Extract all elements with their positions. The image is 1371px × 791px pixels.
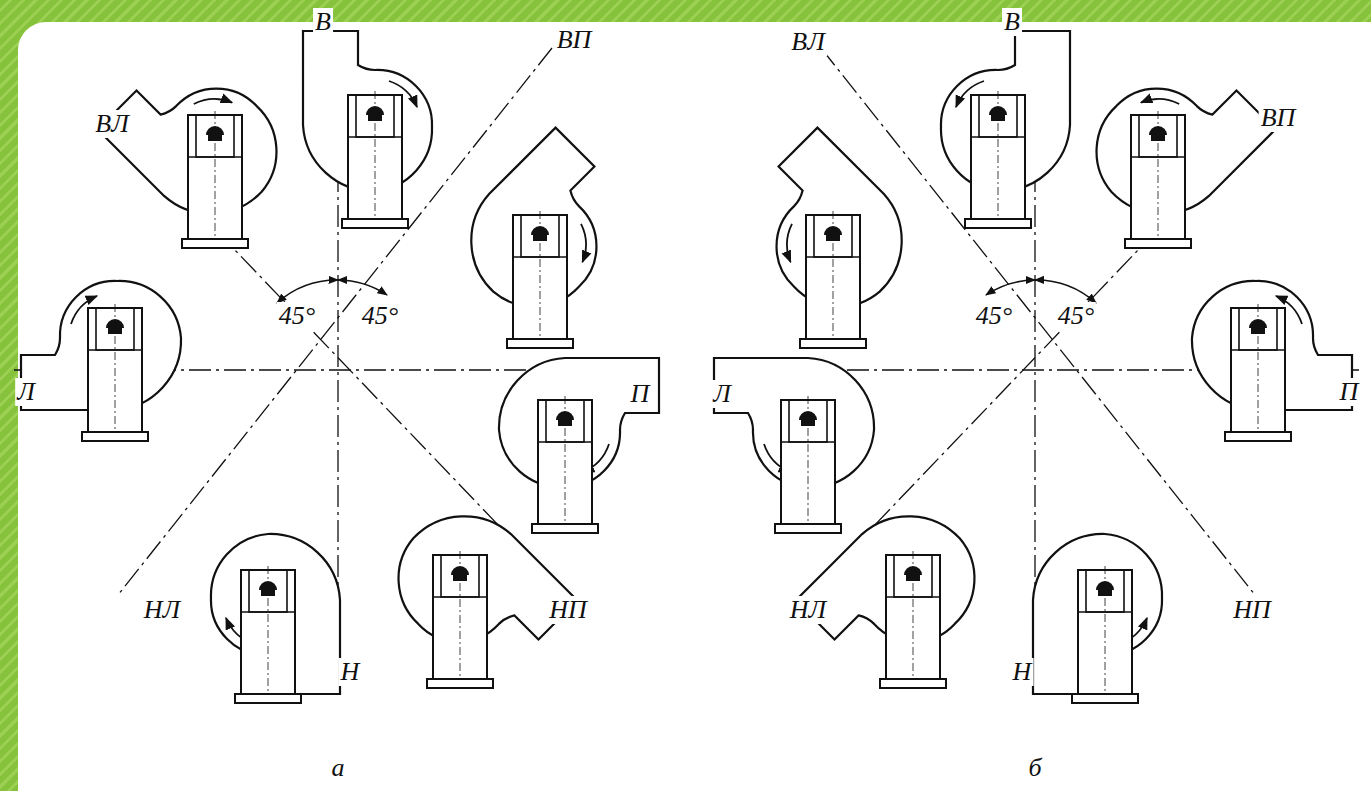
position-label: 45° [360, 302, 400, 330]
position-label: б [1026, 754, 1043, 782]
position-label: НП [547, 596, 589, 624]
position-label: НЛ [142, 596, 182, 624]
position-label: 45° [1056, 302, 1096, 330]
position-label: П [629, 380, 652, 408]
position-label: ВП [555, 26, 594, 54]
position-label: а [330, 754, 347, 782]
position-label: Н [339, 658, 362, 686]
position-label: В [1002, 8, 1022, 36]
position-label: В [313, 8, 333, 36]
position-label: ВЛ [789, 28, 827, 56]
position-label: П [1338, 378, 1361, 406]
position-label: Л [15, 378, 37, 406]
position-label: 45° [974, 302, 1014, 330]
position-label: ВП [1259, 104, 1298, 132]
position-label: НП [1231, 596, 1273, 624]
position-label: ВЛ [93, 110, 131, 138]
position-label: 45° [277, 302, 317, 330]
position-label: Л [711, 380, 733, 408]
position-label: НЛ [788, 596, 828, 624]
position-label: Н [1011, 658, 1034, 686]
